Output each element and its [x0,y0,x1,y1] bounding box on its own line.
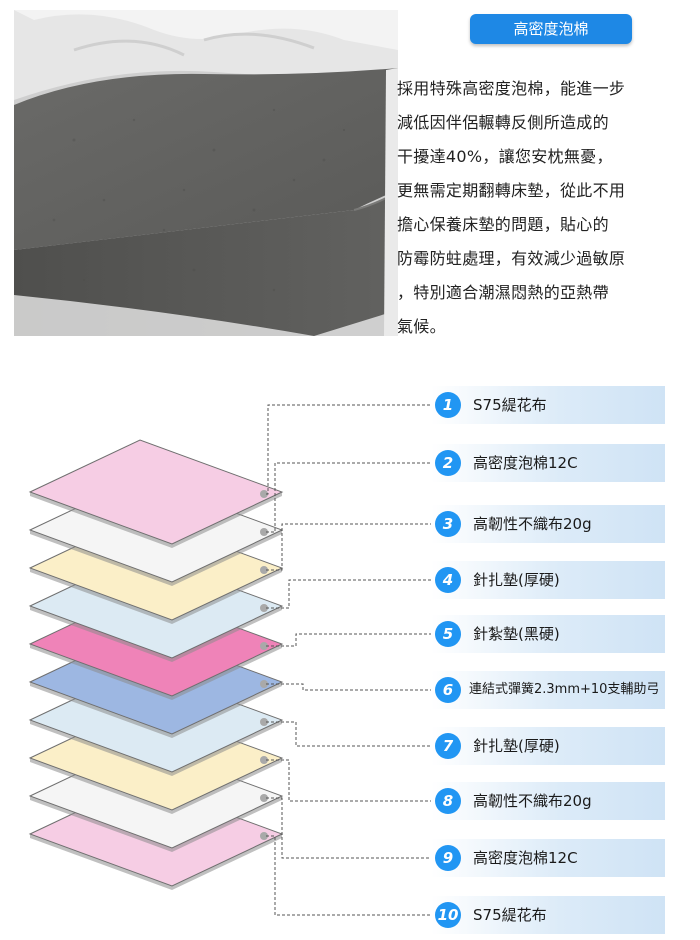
description-line: 防霉防蛀處理，有效減少過敏原 [397,249,626,268]
layer-dot [260,604,268,612]
layer-dot [260,794,268,802]
description-line: 擔心保養床墊的問題，貼心的 [397,215,609,234]
leader-line-4 [266,579,433,609]
layer-slab-1 [28,439,284,548]
leader-line-10 [266,835,433,916]
layer-label-text: S75緹花布 [473,906,547,924]
layer-label-9: 9 高密度泡棉12C [431,839,665,877]
leader-line-7 [266,721,433,747]
layer-number-badge: 1 [435,392,461,418]
leader-line-6 [266,683,433,691]
leader-line-9 [266,797,433,859]
layer-label-text: 連結式彈簧2.3mm+10支輔助弓 [469,682,660,697]
leader-line-1 [266,404,433,495]
layer-diagram: 1 S75緹花布 2 高密度泡棉12C 3 高韌性不織布20g 4 針扎墊(厚硬… [0,370,700,940]
description-line: 更無需定期翻轉床墊，從此不用 [397,181,626,200]
description-line: 減低因伴侶輾轉反側所造成的 [397,113,609,132]
layer-label-text: 高韌性不織布20g [473,792,592,810]
layer-number-badge: 4 [435,567,461,593]
layer-label-text: 高密度泡棉12C [473,849,578,867]
description: 採用特殊高密度泡棉，能進一步 減低因伴侶輾轉反側所造成的 干擾達40%，讓您安枕… [397,72,693,344]
foam-photo [14,10,398,336]
layer-number-badge: 6 [435,677,461,703]
layer-dot [260,680,268,688]
description-line: 氣候。 [397,317,446,336]
layer-label-text: 針扎墊(厚硬) [473,571,560,589]
description-line: ，特別適合潮濕悶熱的亞熱帶 [397,283,609,302]
leader-line-8 [266,759,433,802]
layer-label-text: 針扎墊(厚硬) [473,737,560,755]
description-line: 干擾達40%，讓您安枕無憂， [397,147,613,166]
layer-number-badge: 3 [435,511,461,537]
layer-label-6: 6 連結式彈簧2.3mm+10支輔助弓 [431,671,665,709]
layer-label-text: S75緹花布 [473,396,547,414]
layer-dot [260,642,268,650]
layer-label-3: 3 高韌性不織布20g [431,505,665,543]
layer-number-badge: 5 [435,621,461,647]
layer-label-8: 8 高韌性不織布20g [431,782,665,820]
layer-dot [260,756,268,764]
layer-label-10: 10 S75緹花布 [431,896,665,934]
leader-line-3 [266,523,433,571]
layer-label-text: 高韌性不織布20g [473,515,592,533]
layer-label-7: 7 針扎墊(厚硬) [431,727,665,765]
layer-number-badge: 2 [435,450,461,476]
leader-line-2 [266,462,433,533]
layer-label-text: 高密度泡棉12C [473,454,578,472]
leader-line-5 [266,633,433,647]
layer-number-badge: 8 [435,788,461,814]
layer-number-badge: 10 [435,902,461,928]
layer-label-text: 針紮墊(黑硬) [473,625,560,643]
layer-dot [260,490,268,498]
layer-dot [260,528,268,536]
layer-label-1: 1 S75緹花布 [431,386,665,424]
layer-number-badge: 7 [435,733,461,759]
description-line: 採用特殊高密度泡棉，能進一步 [397,79,626,98]
layer-label-4: 4 針扎墊(厚硬) [431,561,665,599]
layer-label-2: 2 高密度泡棉12C [431,444,665,482]
layer-dot [260,718,268,726]
layer-dot [260,832,268,840]
title-badge: 高密度泡棉 [470,14,632,44]
layer-stack [28,404,433,916]
layer-dot [260,566,268,574]
layer-number-badge: 9 [435,845,461,871]
layer-label-5: 5 針紮墊(黑硬) [431,615,665,653]
